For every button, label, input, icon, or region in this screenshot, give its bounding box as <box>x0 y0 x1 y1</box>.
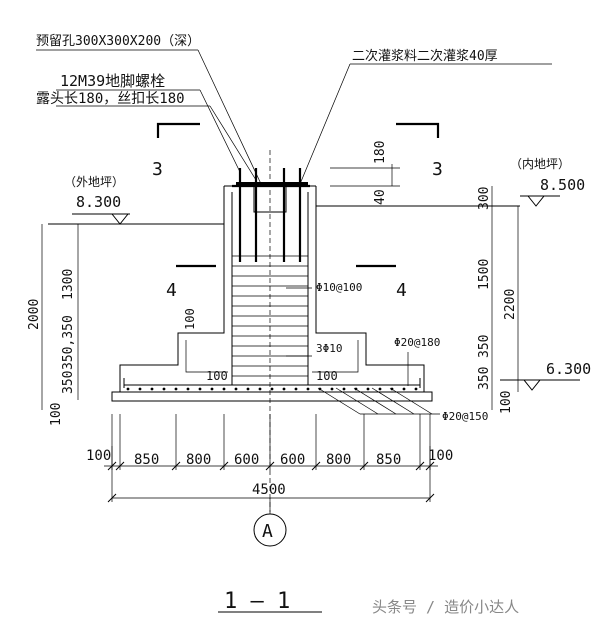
elevation-bottom: 6.300 <box>546 360 591 378</box>
anchor-bolts <box>232 168 310 262</box>
rebar-dot <box>270 387 274 391</box>
rebar-3phi10: 3Φ10 <box>316 342 343 355</box>
elevation-inner: 8.500 <box>540 176 585 194</box>
section-4-left: 4 <box>166 280 177 301</box>
inner-ground-label: （内地坪） <box>510 157 570 171</box>
rebar-phi10-100: Φ10@100 <box>316 281 362 294</box>
dim-total-4500: 4500 <box>252 482 286 498</box>
rebar-dot <box>126 387 130 391</box>
section-4-right: 4 <box>396 280 407 301</box>
rebar-dot <box>402 387 406 391</box>
outer-ground-label: （外地坪） <box>64 175 124 189</box>
rebar-dot <box>378 387 382 391</box>
watermark: 头条号 / 造价小达人 <box>372 598 519 616</box>
dim-350-b: 350 <box>477 367 492 390</box>
foundation-outline <box>48 185 520 402</box>
rebar-phi20-180: Φ20@180 <box>394 336 440 349</box>
dim-1500: 1500 <box>477 259 492 290</box>
dim-180: 180 <box>373 141 388 164</box>
rebar-dot <box>330 387 334 391</box>
dim-350-350: 350,350 <box>61 315 76 370</box>
axis-label: A <box>262 521 273 542</box>
dim-h-600-left: 600 <box>234 452 259 468</box>
dim-h-800-right: 800 <box>326 452 351 468</box>
dim-350-a: 350 <box>477 335 492 358</box>
rebar-dot <box>138 387 142 391</box>
rebar-dot <box>246 387 250 391</box>
dim-100-left: 100 <box>49 403 64 426</box>
reinforcement <box>123 192 421 391</box>
axis-bubble <box>253 513 287 547</box>
rebar-dot <box>174 387 178 391</box>
dim-h-100-left: 100 <box>86 448 111 464</box>
rebar-dot <box>198 387 202 391</box>
dim-h-850-right: 850 <box>376 452 401 468</box>
dim-40: 40 <box>373 189 388 205</box>
section-marks <box>156 122 440 268</box>
dim-300: 300 <box>477 187 492 210</box>
elevation-outer: 8.300 <box>76 193 121 211</box>
rebar-dot <box>282 387 286 391</box>
rebar-phi20-150: Φ20@150 <box>442 410 488 423</box>
rebar-dot <box>342 387 346 391</box>
rebar-dot <box>234 387 238 391</box>
rebar-dot <box>150 387 154 391</box>
dim-step-100-right: 100 <box>316 369 338 383</box>
dim-h-600-right: 600 <box>280 452 305 468</box>
dim-step-100: 100 <box>183 308 197 330</box>
dim-h-800-left: 800 <box>186 452 211 468</box>
rebar-dot <box>366 387 370 391</box>
dim-1300: 1300 <box>61 269 76 300</box>
dim-2000: 2000 <box>27 299 42 330</box>
hole-note: 预留孔300X300X200（深） <box>36 34 200 49</box>
dim-h-850-left: 850 <box>134 452 159 468</box>
text-labels: 预留孔300X300X200（深） 二次灌浆料二次灌浆40厚 12M39地脚螺栓… <box>27 34 591 616</box>
bolt-length-note: 露头长180，丝扣长180 <box>36 91 185 107</box>
dim-step-100-left: 100 <box>206 369 228 383</box>
dimension-lines <box>41 164 519 613</box>
rebar-dot <box>258 387 262 391</box>
section-3-right: 3 <box>432 159 443 180</box>
dim-350-left: 350 <box>61 371 76 394</box>
dim-100-right: 100 <box>499 391 514 414</box>
rebar-dot <box>162 387 166 391</box>
dim-h-100-right: 100 <box>428 448 453 464</box>
rebar-dot <box>222 387 226 391</box>
rebar-dot <box>414 387 418 391</box>
rebar-dot <box>210 387 214 391</box>
section-3-left: 3 <box>152 159 163 180</box>
dim-2200: 2200 <box>503 289 518 320</box>
elevation-markers <box>72 195 580 391</box>
section-title: 1 — 1 <box>224 589 290 614</box>
leader-lines <box>36 49 552 415</box>
rebar-dot <box>186 387 190 391</box>
rebar-dot <box>294 387 298 391</box>
rebar-dot <box>306 387 310 391</box>
bolt-note: 12M39地脚螺栓 <box>60 72 165 90</box>
grout-note: 二次灌浆料二次灌浆40厚 <box>352 48 498 64</box>
